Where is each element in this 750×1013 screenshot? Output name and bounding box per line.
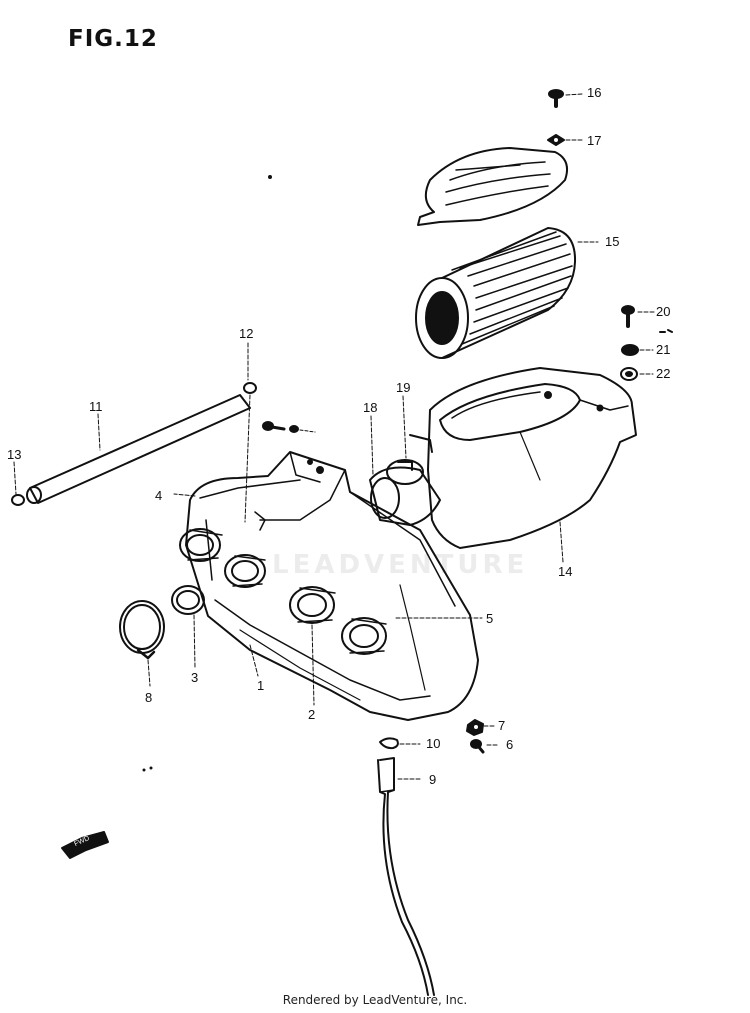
leader-bolt-small [299, 429, 316, 433]
washer-17[interactable] [547, 134, 565, 146]
callout-13: 13 [7, 447, 22, 462]
ring-3[interactable] [171, 585, 205, 615]
print-speck [142, 768, 146, 772]
leader-14 [559, 521, 564, 563]
leader-4 [173, 493, 196, 497]
filter-cover-plate[interactable] [417, 147, 568, 226]
print-speck [268, 175, 272, 179]
callout-12: 12 [239, 326, 254, 341]
callout-16: 16 [587, 85, 602, 100]
callout-17: 17 [587, 133, 602, 148]
callout-11: 11 [89, 399, 103, 414]
print-speck [149, 766, 153, 770]
bolt-6[interactable] [470, 739, 485, 754]
callout-6: 6 [506, 737, 514, 752]
callout-22: 22 [656, 366, 671, 381]
bolt-small[interactable] [262, 421, 299, 433]
callout-9: 9 [429, 772, 437, 787]
footer-credit: Rendered by LeadVenture, Inc. [282, 993, 468, 1007]
callout-2: 2 [308, 707, 316, 722]
drain-hose-9[interactable] [377, 757, 435, 996]
clip-12[interactable] [243, 382, 257, 394]
leader-8 [147, 659, 151, 687]
callout-8: 8 [145, 690, 153, 705]
clip-13[interactable] [11, 494, 25, 506]
callout-10: 10 [426, 736, 441, 751]
leader-3 [193, 614, 196, 669]
callout-1: 1 [257, 678, 265, 693]
callout-7: 7 [498, 718, 506, 733]
bolt-20[interactable] [621, 305, 635, 328]
intake-boot-2a[interactable] [179, 528, 223, 562]
callout-14: 14 [558, 564, 573, 579]
clamp-8[interactable] [119, 600, 165, 660]
leader-18 [370, 415, 374, 476]
washer-22[interactable] [620, 367, 638, 381]
callout-15: 15 [605, 234, 620, 249]
clip-10[interactable] [379, 737, 399, 750]
leader-2 [311, 624, 315, 706]
intake-chamber-5[interactable] [185, 451, 479, 721]
intake-boot-2b[interactable] [224, 554, 266, 588]
figure-title: FIG.12 [68, 26, 158, 52]
leader-1 [249, 644, 259, 677]
callout-18: 18 [363, 400, 378, 415]
callout-5: 5 [486, 611, 494, 626]
leader-tube-path [244, 394, 251, 523]
drain-nipple [254, 511, 266, 531]
callout-19: 19 [396, 380, 411, 395]
air-filter-element-15[interactable] [415, 227, 577, 359]
callout-4: 4 [155, 488, 163, 503]
callout-20: 20 [656, 304, 671, 319]
grommet-21[interactable] [621, 344, 639, 356]
leader-16 [565, 93, 583, 96]
forward-arrow-icon [61, 831, 109, 859]
fastener-mark [659, 329, 673, 333]
watermark-logo: LEADVENTURE [272, 550, 529, 580]
nut-7[interactable] [466, 719, 484, 736]
callout-21: 21 [656, 342, 671, 357]
leader-13 [13, 461, 17, 495]
boot-18[interactable] [369, 466, 441, 526]
clamp-19[interactable] [386, 459, 424, 485]
intake-boot-2d[interactable] [341, 617, 387, 655]
callout-3: 3 [191, 670, 199, 685]
leader-19 [402, 395, 407, 459]
screw-16[interactable] [548, 89, 564, 108]
intake-boot-2c[interactable] [289, 586, 336, 624]
breather-tube-11[interactable] [26, 394, 251, 504]
leader-11 [97, 413, 101, 451]
air-cleaner-case-14[interactable] [409, 367, 637, 549]
